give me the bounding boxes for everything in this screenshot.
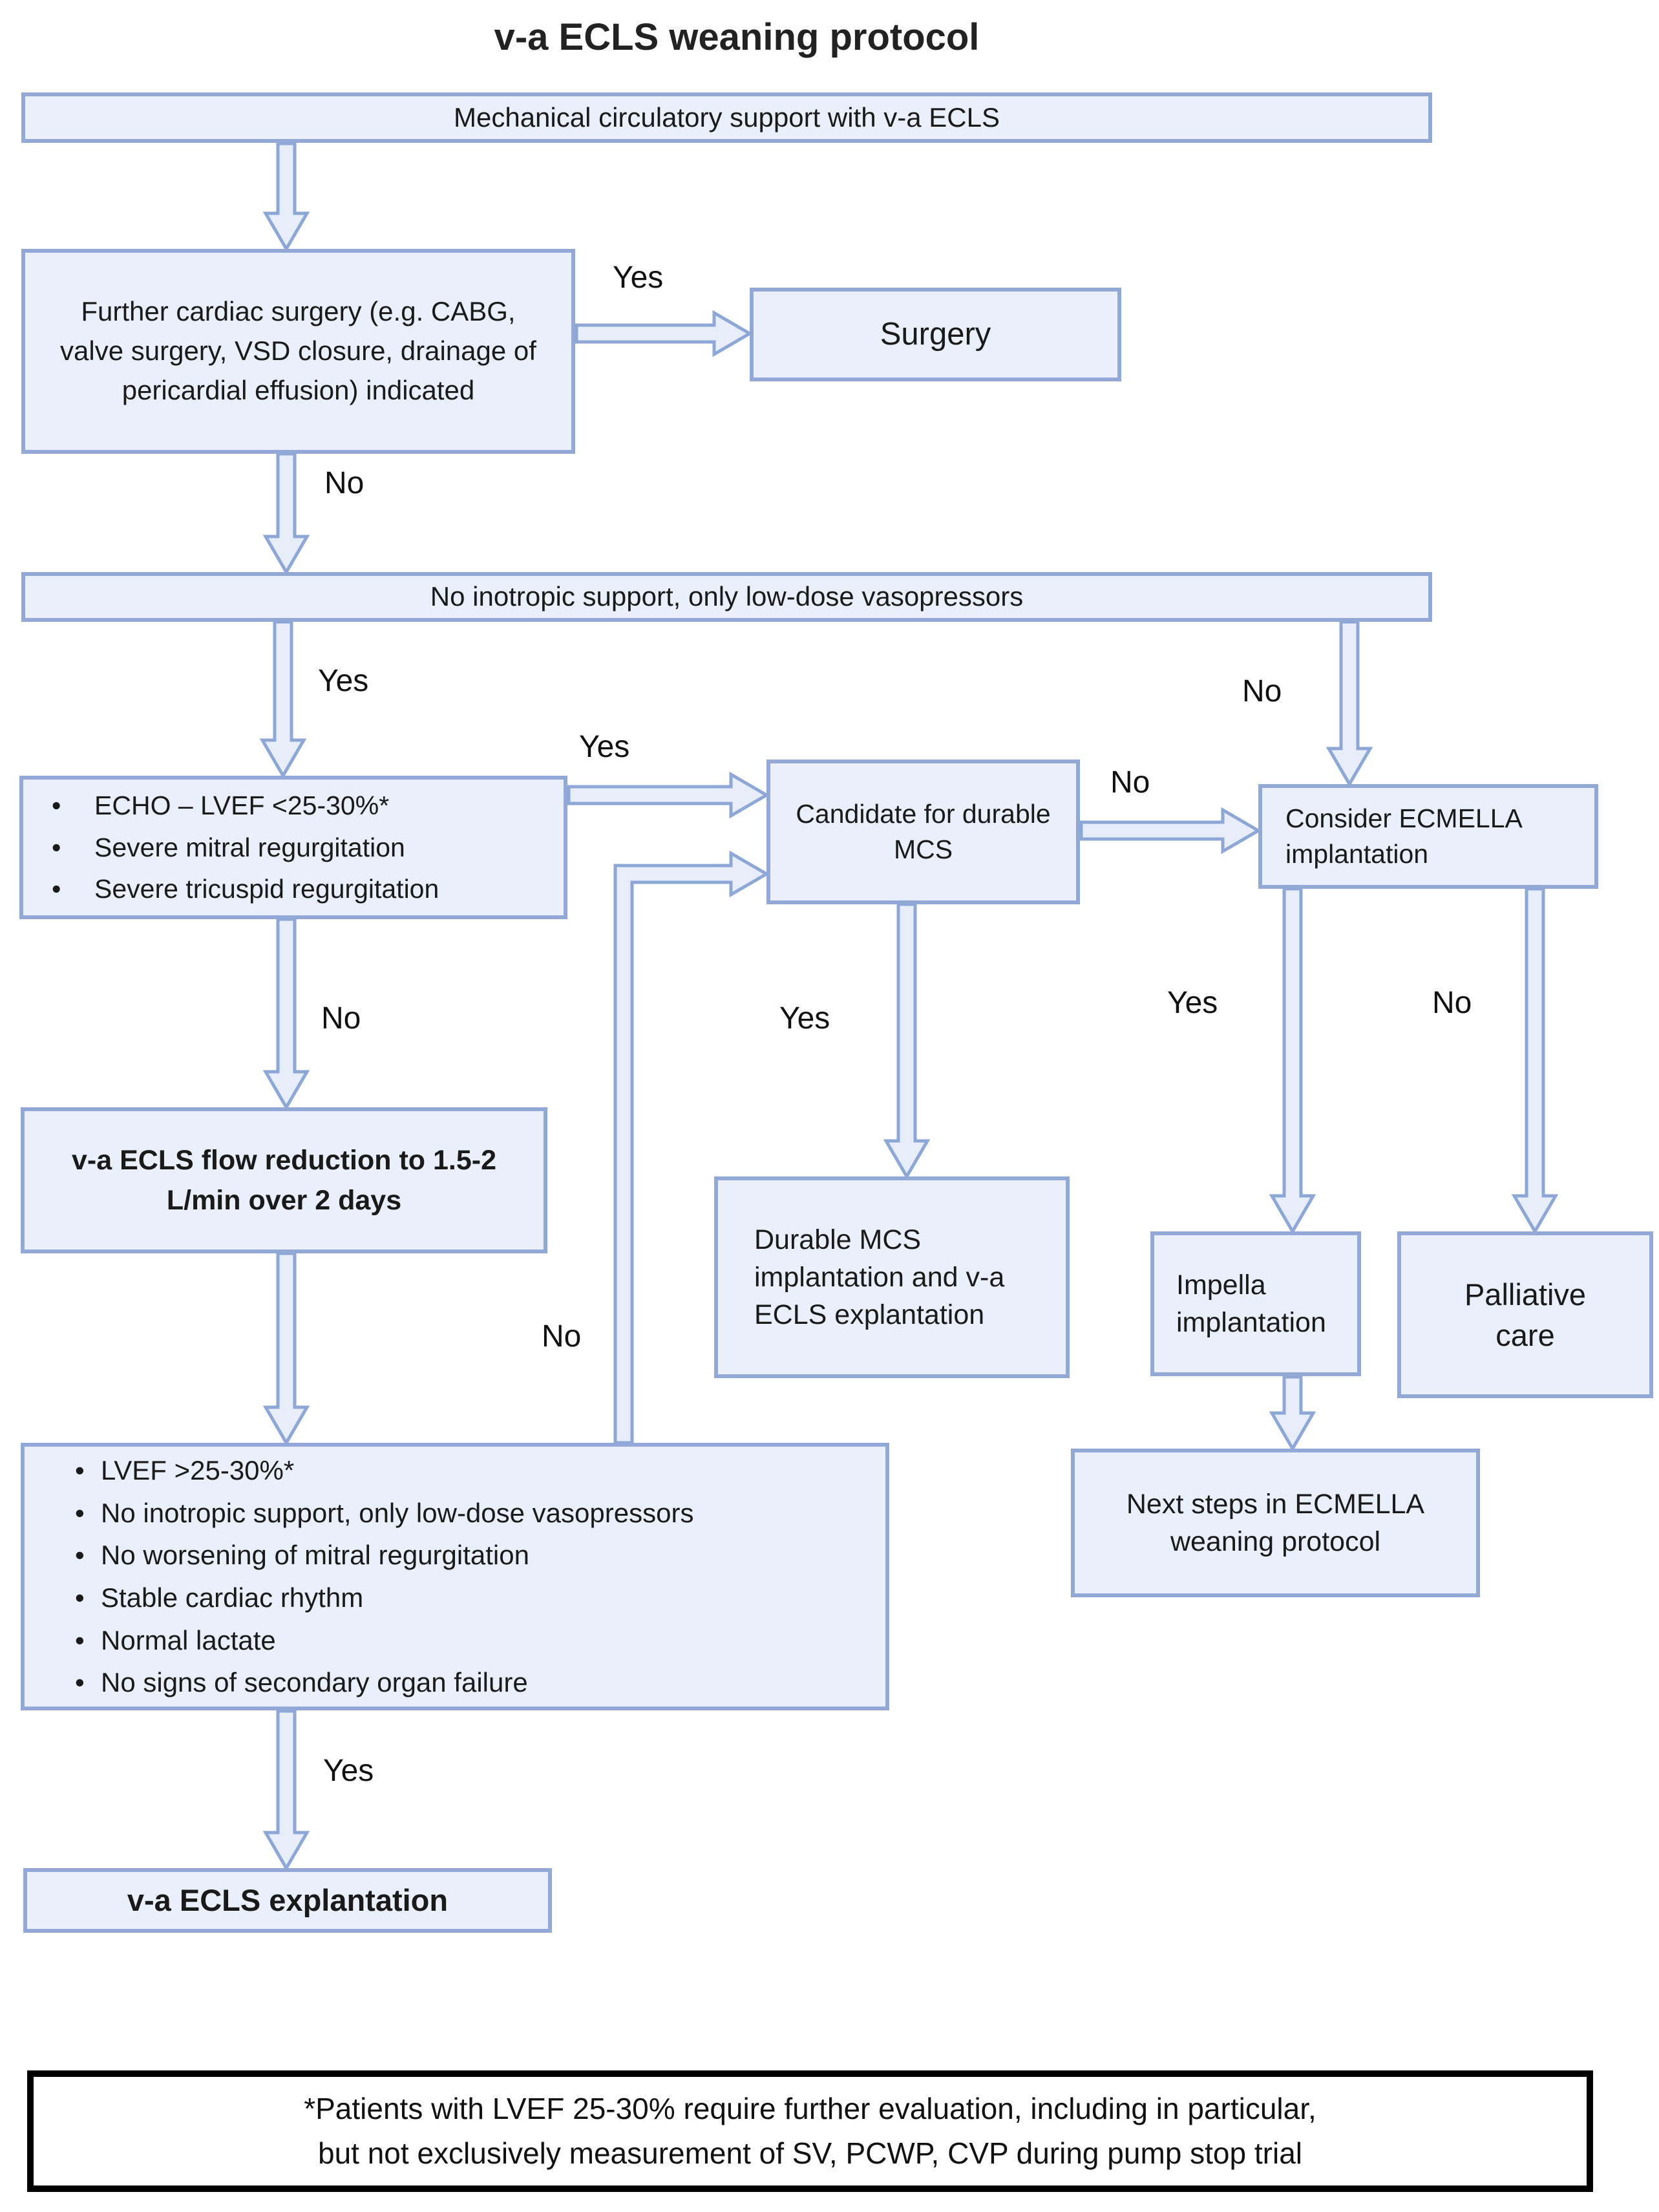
node-no-inotropic: No inotropic support, only low-dose vaso… <box>21 572 1432 622</box>
node-palliative-care-label: Palliative care <box>1464 1277 1587 1352</box>
node-no-inotropic-label: No inotropic support, only low-dose vaso… <box>430 581 1024 612</box>
node-mechanical-support: Mechanical circulatory support with v-a … <box>21 92 1432 143</box>
label-no-criteria-up: No <box>542 1319 582 1354</box>
node-surgery: Surgery <box>750 288 1121 381</box>
bullet-icon: • <box>75 1497 85 1528</box>
node-impella-implantation: Impella implantation <box>1150 1231 1361 1376</box>
label-yes-echo-candidate: Yes <box>579 730 630 764</box>
list-item-label: No inotropic support, only low-dose vaso… <box>101 1497 694 1528</box>
arrow-impella-to-next-steps <box>1269 1375 1316 1452</box>
node-surgery-question-label: Further cardiac surgery (e.g. CABG, valv… <box>60 296 536 405</box>
bullet-icon: • <box>75 1624 85 1655</box>
arrow-ecmella-yes-to-impella <box>1269 887 1316 1235</box>
label-no-surgery: No <box>324 466 365 500</box>
page-title: v-a ECLS weaning protocol <box>494 16 980 58</box>
list-item: • No worsening of mitral regurgitation <box>75 1534 885 1577</box>
list-item: • LVEF >25-30%* <box>75 1449 885 1492</box>
list-item-label: Severe tricuspid regurgitation <box>94 874 439 904</box>
arrow-candidate-yes-to-durable <box>883 902 931 1180</box>
list-item: • Severe mitral regurgitation <box>52 827 564 869</box>
node-mechanical-support-label: Mechanical circulatory support with v-a … <box>453 101 1000 133</box>
node-ecls-explantation-label: v-a ECLS explantation <box>127 1883 449 1918</box>
arrow-ecmella-no-to-palliative <box>1511 887 1559 1235</box>
node-candidate-durable-mcs: Candidate for durable MCS <box>766 760 1080 904</box>
list-item: • No inotropic support, only low-dose va… <box>75 1492 885 1535</box>
footnote-line-1: *Patients with LVEF 25-30% require furth… <box>304 2092 1316 2125</box>
list-item-label: Stable cardiac rhythm <box>101 1582 364 1613</box>
label-yes-criteria-down: Yes <box>323 1754 374 1788</box>
node-consider-ecmella: Consider ECMELLA implantation <box>1258 784 1598 889</box>
arrow-no-to-consider-ecmella <box>1326 620 1373 787</box>
arrow-criteria-no-up-to-candidate <box>613 850 770 1445</box>
bullet-icon: • <box>52 874 61 904</box>
label-yes-surgery: Yes <box>613 261 664 295</box>
list-item: • Stable cardiac rhythm <box>75 1577 885 1619</box>
list-item-label: Normal lactate <box>101 1624 276 1655</box>
node-durable-mcs-implantation: Durable MCS implantation and v-a ECLS ex… <box>714 1176 1070 1378</box>
list-item: • ECHO – LVEF <25-30%* <box>52 785 564 827</box>
label-no-echo-down: No <box>321 1001 361 1036</box>
list-item: • No signs of secondary organ failure <box>75 1661 885 1704</box>
node-weaning-criteria: • LVEF >25-30%* • No inotropic support, … <box>21 1443 889 1710</box>
node-flow-reduction: v-a ECLS flow reduction to 1.5-2 L/min o… <box>21 1107 547 1253</box>
label-yes-candidate-down: Yes <box>779 1001 830 1036</box>
footnote-line-2: but not exclusively measurement of SV, P… <box>317 2136 1302 2170</box>
list-item: • Normal lactate <box>75 1619 885 1662</box>
list-item: • Severe tricuspid regurgitation <box>52 868 564 910</box>
arrow-echo-yes-to-candidate <box>567 771 770 819</box>
list-item-label: No worsening of mitral regurgitation <box>101 1540 529 1571</box>
node-ecls-explantation: v-a ECLS explantation <box>23 1868 552 1933</box>
footnote-box: *Patients with LVEF 25-30% require furth… <box>27 2070 1593 2192</box>
bullet-icon: • <box>75 1582 85 1613</box>
arrow-support-to-surgery-question <box>262 142 310 252</box>
arrow-flow-reduction-to-criteria <box>262 1251 310 1446</box>
node-echo-criteria: • ECHO – LVEF <25-30%* • Severe mitral r… <box>19 776 567 919</box>
bullet-icon: • <box>75 1667 85 1698</box>
list-item-label: Severe mitral regurgitation <box>94 832 405 862</box>
arrow-criteria-yes-to-explantation <box>262 1709 310 1871</box>
node-candidate-durable-mcs-label: Candidate for durable MCS <box>796 798 1051 864</box>
arrow-yes-to-surgery <box>575 310 753 357</box>
arrow-echo-no-to-flow-reduction <box>262 917 310 1111</box>
label-yes-ecmella-left: Yes <box>1167 986 1218 1020</box>
label-yes-bar2-left: Yes <box>318 664 369 698</box>
bullet-icon: • <box>52 790 61 820</box>
list-item-label: No signs of secondary organ failure <box>101 1667 528 1698</box>
node-next-steps-ecmella: Next steps in ECMELLA weaning protocol <box>1071 1449 1480 1597</box>
bullet-icon: • <box>75 1455 85 1486</box>
label-no-ecmella-right: No <box>1432 986 1472 1020</box>
arrow-no-to-inotropic-bar <box>262 452 310 575</box>
node-surgery-question: Further cardiac surgery (e.g. CABG, valv… <box>21 249 575 454</box>
node-durable-mcs-implantation-label: Durable MCS implantation and v-a ECLS ex… <box>754 1224 1005 1331</box>
bullet-icon: • <box>52 832 61 862</box>
node-flow-reduction-label: v-a ECLS flow reduction to 1.5-2 L/min o… <box>71 1144 497 1216</box>
node-surgery-label: Surgery <box>880 317 991 352</box>
label-no-bar2-right: No <box>1242 674 1282 708</box>
list-item-label: LVEF >25-30%* <box>101 1455 295 1486</box>
label-no-candidate-ecmella: No <box>1110 765 1150 800</box>
node-palliative-care: Palliative care <box>1397 1231 1653 1398</box>
node-next-steps-ecmella-label: Next steps in ECMELLA weaning protocol <box>1126 1488 1425 1557</box>
arrow-yes-to-echo-criteria <box>259 620 307 779</box>
node-impella-implantation-label: Impella implantation <box>1176 1269 1326 1338</box>
arrow-candidate-no-to-ecmella <box>1079 807 1262 855</box>
bullet-icon: • <box>75 1540 85 1571</box>
list-item-label: ECHO – LVEF <25-30%* <box>94 790 390 820</box>
node-consider-ecmella-label: Consider ECMELLA implantation <box>1285 803 1521 869</box>
